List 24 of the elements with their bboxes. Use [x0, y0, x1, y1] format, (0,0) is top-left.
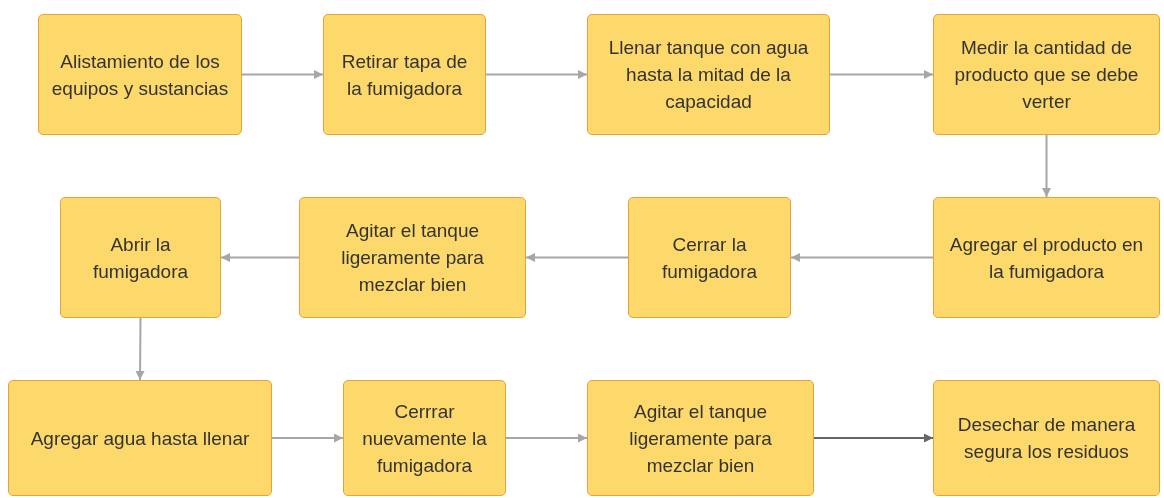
process-box — [587, 380, 814, 496]
process-box — [933, 197, 1160, 318]
process-box — [933, 14, 1160, 135]
step-text: Desechar de manera segura los residuos — [956, 413, 1137, 464]
process-box — [323, 14, 486, 135]
step-text: Cerrar la fumigadora — [660, 232, 759, 284]
process-box — [299, 197, 526, 318]
process-box — [933, 380, 1160, 496]
process-box — [587, 14, 830, 135]
step-text: Retirar tapa de la fumigadora — [340, 49, 469, 101]
step-text: Agregar agua hasta llenar — [30, 426, 250, 451]
process-box — [38, 14, 242, 135]
process-box — [8, 380, 272, 496]
step-text: Llenar tanque con agua hasta la mitad de la capacidad — [607, 36, 810, 114]
step-text: Agregar el producto en la fumigadora — [948, 232, 1145, 284]
step-text: Alistamiento de los equipos y sustancias — [50, 49, 230, 101]
step-text: Agitar el tanque ligeramente para mezclar bien — [628, 399, 773, 478]
step-text: Agitar el tanque ligeramente para mezclar bien — [340, 219, 485, 297]
process-box — [628, 197, 791, 318]
process-box — [60, 197, 221, 318]
step-text: Medir la cantidad de producto que se debe verter — [953, 36, 1140, 114]
step-text: Abrir la fumigadora — [91, 232, 190, 284]
process-box — [343, 380, 506, 496]
step-text: Cerrrar nuevamente la fumigadora — [361, 399, 488, 478]
